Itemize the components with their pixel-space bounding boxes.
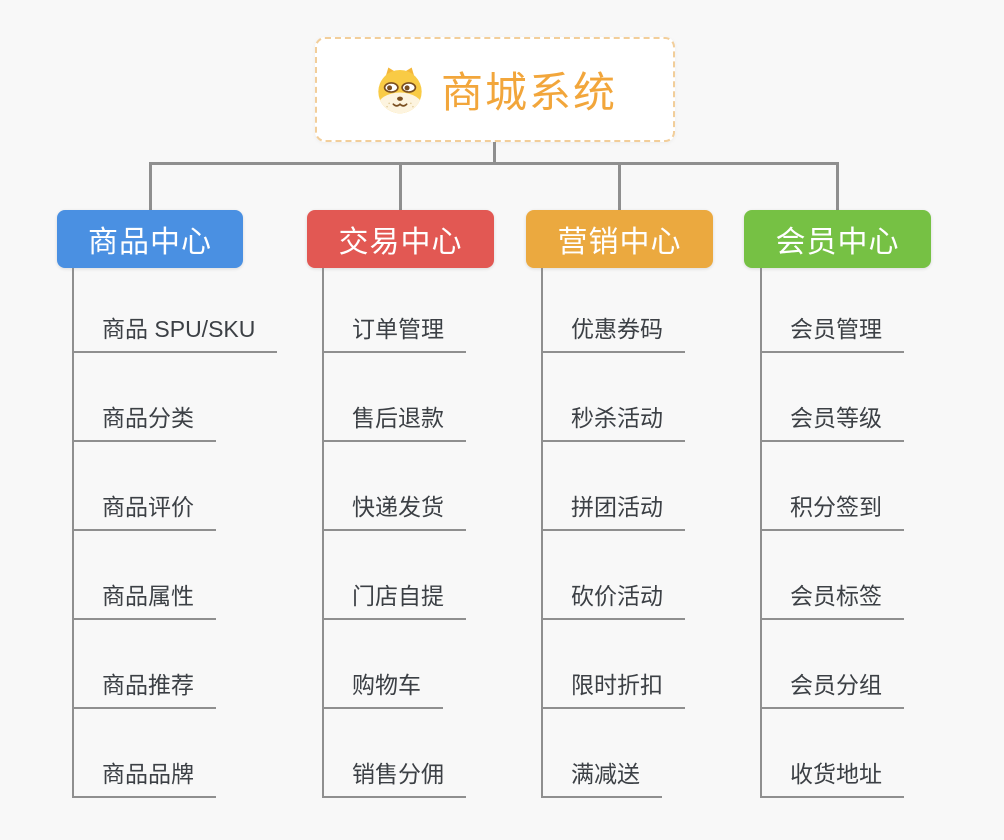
leaf-node[interactable]: 会员分组 [762,620,1004,709]
leaf-node[interactable]: 积分签到 [762,442,1004,531]
branch-node-trade-center[interactable]: 交易中心 [307,210,494,268]
leaf-node[interactable]: 快递发货 [324,442,574,531]
leaf-node[interactable]: 商品属性 [74,531,324,620]
connector-branch-stub [836,162,839,210]
branch-children-product-center: 商品 SPU/SKU 商品分类 商品评价 商品属性 商品推荐 商品品牌 [72,268,324,798]
leaf-label: 积分签到 [762,488,904,531]
leaf-node[interactable]: 售后退款 [324,353,574,442]
leaf-label: 砍价活动 [543,577,685,620]
connector-branch-stub [149,162,152,210]
leaf-node[interactable]: 销售分佣 [324,709,574,798]
leaf-label: 拼团活动 [543,488,685,531]
leaf-node[interactable]: 拼团活动 [543,442,793,531]
leaf-node[interactable]: 会员管理 [762,268,1004,353]
root-title: 商城系统 [440,69,617,116]
branch-children-trade-center: 订单管理 售后退款 快递发货 门店自提 购物车 销售分佣 [322,268,574,798]
leaf-label: 优惠券码 [543,310,685,353]
root-node[interactable]: 商城系统 [315,37,675,142]
branch-label: 交易中心 [338,226,463,259]
leaf-label: 收货地址 [762,755,904,798]
branch-label: 营销中心 [557,226,682,259]
leaf-label: 商品评价 [74,488,216,531]
branch-children-member-center: 会员管理 会员等级 积分签到 会员标签 会员分组 收货地址 [760,268,1004,798]
connector-branch-stub [399,162,402,210]
branch-node-member-center[interactable]: 会员中心 [744,210,931,268]
leaf-label: 销售分佣 [324,755,466,798]
branch-node-marketing-center[interactable]: 营销中心 [526,210,713,268]
dog-face-icon [373,65,427,115]
branch-node-product-center[interactable]: 商品中心 [57,210,243,268]
leaf-node[interactable]: 优惠券码 [543,268,793,353]
leaf-node[interactable]: 商品分类 [74,353,324,442]
leaf-label: 限时折扣 [543,666,685,709]
branch-label: 会员中心 [775,226,900,259]
leaf-node[interactable]: 满减送 [543,709,793,798]
leaf-label: 会员等级 [762,399,904,442]
connector-root-stub [493,142,496,165]
leaf-node[interactable]: 订单管理 [324,268,574,353]
leaf-node[interactable]: 收货地址 [762,709,1004,798]
branch-children-marketing-center: 优惠券码 秒杀活动 拼团活动 砍价活动 限时折扣 满减送 [541,268,793,798]
leaf-label: 会员管理 [762,310,904,353]
leaf-node[interactable]: 商品评价 [74,442,324,531]
leaf-node[interactable]: 限时折扣 [543,620,793,709]
leaf-label: 秒杀活动 [543,399,685,442]
leaf-label: 商品属性 [74,577,216,620]
leaf-label: 购物车 [324,666,443,709]
leaf-label: 门店自提 [324,577,466,620]
leaf-node[interactable]: 秒杀活动 [543,353,793,442]
leaf-label: 会员标签 [762,577,904,620]
leaf-node[interactable]: 砍价活动 [543,531,793,620]
leaf-node[interactable]: 商品品牌 [74,709,324,798]
leaf-node[interactable]: 商品 SPU/SKU [74,268,324,353]
leaf-label: 订单管理 [324,310,466,353]
leaf-node[interactable]: 会员标签 [762,531,1004,620]
leaf-node[interactable]: 商品推荐 [74,620,324,709]
leaf-label: 会员分组 [762,666,904,709]
leaf-label: 商品推荐 [74,666,216,709]
leaf-label: 售后退款 [324,399,466,442]
leaf-node[interactable]: 会员等级 [762,353,1004,442]
leaf-label: 满减送 [543,755,662,798]
leaf-node[interactable]: 门店自提 [324,531,574,620]
leaf-label: 商品分类 [74,399,216,442]
leaf-node[interactable]: 购物车 [324,620,574,709]
leaf-label: 商品 SPU/SKU [74,310,278,353]
branch-label: 商品中心 [88,226,212,259]
connector-branch-stub [618,162,621,210]
connector-horizontal [149,162,839,165]
leaf-label: 快递发货 [324,488,466,531]
leaf-label: 商品品牌 [74,755,216,798]
